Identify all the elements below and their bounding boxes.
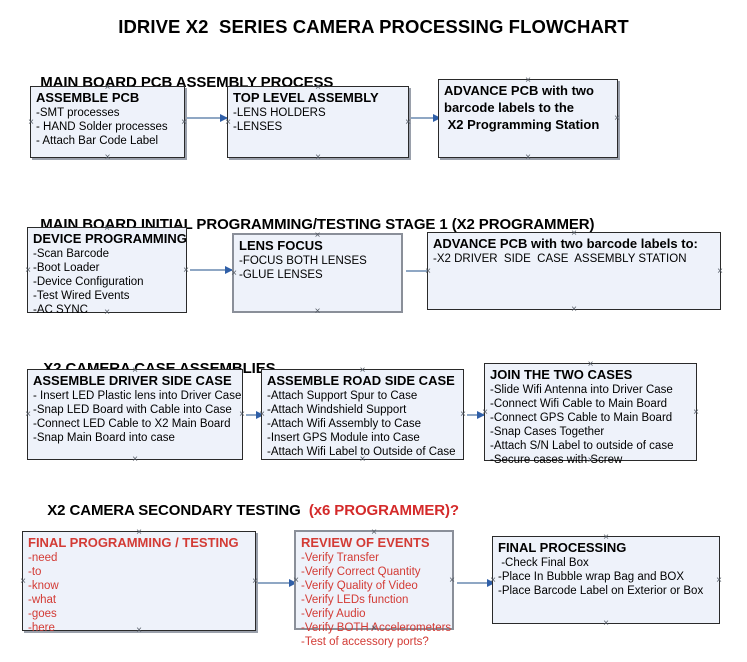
box-line: -Verify Correct Quantity — [301, 566, 421, 578]
box-title: ASSEMBLE ROAD SIDE CASE — [267, 373, 455, 388]
box-assemble-pcb[interactable]: ASSEMBLE PCB -SMT processes - HAND Solde… — [30, 86, 185, 158]
box-title: REVIEW OF EVENTS — [301, 535, 430, 550]
selection-handle-bottom[interactable] — [131, 455, 140, 464]
box-line: -Slide Wifi Antenna into Driver Case — [490, 384, 673, 396]
box-line: X2 Programming Station — [444, 117, 600, 132]
selection-handle-bottom[interactable] — [103, 153, 112, 162]
box-title: FINAL PROCESSING — [498, 540, 627, 555]
box-line: -LENSES — [233, 121, 283, 133]
box-line: -need — [28, 552, 58, 564]
box-final-programming-testing[interactable]: FINAL PROGRAMMING / TESTING -need -to -k… — [19, 531, 256, 634]
box-line: -Attach S/N Label to outside of case — [490, 440, 674, 452]
box-line: -LENS HOLDERS — [233, 107, 326, 119]
box-line: -SMT processes — [36, 107, 120, 119]
box-top-level-assembly[interactable]: TOP LEVEL ASSEMBLY -LENS HOLDERS -LENSES — [227, 86, 409, 158]
box-advance-pcb-driver-side[interactable]: ADVANCE PCB with two barcode labels to: … — [427, 232, 721, 310]
box-title: TOP LEVEL ASSEMBLY — [233, 90, 379, 105]
box-line: -Attach Windshield Support — [267, 404, 407, 416]
box-line: -Verify BOTH Accelerometers — [301, 622, 452, 634]
box-advance-pcb-x2-station[interactable]: ADVANCE PCB with two barcode labels to t… — [438, 79, 618, 158]
box-line: -know — [28, 580, 59, 592]
box-line: -X2 DRIVER SIDE CASE ASSEMBLY STATION — [433, 253, 687, 265]
arrow-review-events-to-final-processing — [457, 578, 495, 587]
box-title: JOIN THE TWO CASES — [490, 367, 633, 382]
box-line: -Secure cases with Screw — [490, 454, 623, 466]
box-title: ADVANCE PCB with two barcode labels to: — [433, 236, 698, 251]
box-line: -Connect GPS Cable to Main Board — [490, 412, 673, 424]
box-line: -Attach Wifi Assembly to Case — [267, 418, 422, 430]
box-line: -to — [28, 566, 42, 578]
arrow-road-case-to-join-cases — [467, 410, 485, 419]
box-line: -here — [28, 622, 55, 634]
selection-handle-bottom[interactable] — [313, 307, 322, 316]
selection-handle-left[interactable] — [19, 577, 28, 586]
selection-handle-right[interactable] — [692, 408, 701, 417]
selection-handle-right[interactable] — [715, 576, 724, 585]
box-final-processing[interactable]: FINAL PROCESSING -Check Final Box -Place… — [492, 536, 720, 624]
box-line: -Device Configuration — [33, 276, 144, 288]
box-line: -Connect Wifi Cable to Main Board — [490, 398, 668, 410]
box-title: ADVANCE PCB with two — [444, 83, 594, 98]
box-title: FINAL PROGRAMMING / TESTING — [28, 535, 239, 550]
selection-handle-bottom[interactable] — [524, 153, 533, 162]
selection-handle-right[interactable] — [251, 577, 260, 586]
selection-handle-left[interactable] — [24, 410, 33, 419]
box-assemble-road-side-case[interactable]: ASSEMBLE ROAD SIDE CASE -Attach Support … — [261, 369, 464, 460]
arrow-assemble-pcb-to-top-level — [187, 113, 228, 122]
arrow-top-level-to-advance-pcb — [411, 113, 441, 122]
box-line: -Verify LEDs function — [301, 594, 409, 606]
selection-handle-right[interactable] — [613, 114, 622, 123]
box-line: -Verify Audio — [301, 608, 366, 620]
box-assemble-driver-side-case[interactable]: ASSEMBLE DRIVER SIDE CASE - Insert LED P… — [27, 369, 243, 460]
box-line: -Snap Cases Together — [490, 426, 605, 438]
box-line: - Insert LED Plastic lens into Driver Ca… — [33, 390, 242, 402]
box-line: barcode labels to the — [444, 100, 575, 115]
selection-handle-bottom[interactable] — [314, 153, 323, 162]
section-heading-accent: (x6 PROGRAMMER)? — [304, 502, 459, 519]
selection-handle-bottom[interactable] — [602, 619, 611, 628]
box-title: DEVICE PROGRAMMING — [33, 231, 187, 246]
box-line: -GLUE LENSES — [239, 269, 323, 281]
box-line: -Place Barcode Label on Exterior or Box — [498, 585, 704, 597]
box-line: -what — [28, 594, 57, 606]
box-line: -Place In Bubble wrap Bag and BOX — [498, 571, 685, 583]
box-line-overflow: -Test of accessory ports? — [301, 636, 429, 648]
box-title: ASSEMBLE PCB — [36, 90, 140, 105]
arrow-final-programming-to-review-events — [258, 578, 297, 587]
box-line: -Attach Wifi Label to Outside of Case — [267, 446, 456, 458]
box-line: -Test Wired Events — [33, 290, 130, 302]
box-line: -Snap Main Board into case — [33, 432, 175, 444]
document-title: IDRIVE X2 SERIES CAMERA PROCESSING FLOWC… — [118, 16, 629, 37]
box-line: -FOCUS BOTH LENSES — [239, 255, 367, 267]
box-device-programming[interactable]: DEVICE PROGRAMMING -Scan Barcode -Boot L… — [24, 227, 187, 316]
section-heading-secondary-testing: X2 CAMERA SECONDARY TESTING (x6 PROGRAMM… — [31, 485, 459, 536]
box-title: ASSEMBLE DRIVER SIDE CASE — [33, 373, 232, 388]
box-line: -Snap LED Board with Cable into Case — [33, 404, 232, 416]
box-line: -Insert GPS Module into Case — [267, 432, 420, 444]
box-line: -Scan Barcode — [33, 248, 110, 260]
arrow-device-programming-to-lens-focus — [190, 265, 233, 274]
box-line: -Attach Support Spur to Case — [267, 390, 418, 402]
box-line: - Attach Bar Code Label — [36, 135, 159, 147]
selection-handle-bottom[interactable] — [570, 305, 579, 314]
box-line: -Connect LED Cable to X2 Main Board — [33, 418, 231, 430]
box-line: -goes — [28, 608, 57, 620]
box-line: -Boot Loader — [33, 262, 100, 274]
box-line: -Check Final Box — [498, 557, 589, 569]
selection-handle-right[interactable] — [716, 267, 725, 276]
box-title: LENS FOCUS — [239, 238, 323, 253]
selection-handle-left[interactable] — [24, 266, 33, 275]
section-heading-text: X2 CAMERA SECONDARY TESTING — [47, 502, 305, 519]
box-line: -Verify Quality of Video — [301, 580, 418, 592]
selection-handle-left[interactable] — [27, 118, 36, 127]
box-join-the-two-cases[interactable]: JOIN THE TWO CASES -Slide Wifi Antenna i… — [484, 363, 697, 466]
arrow-driver-case-to-road-case — [246, 410, 264, 419]
box-line: -AC SYNC — [33, 304, 88, 316]
box-line: - HAND Solder processes — [36, 121, 168, 133]
box-review-of-events[interactable]: REVIEW OF EVENTS -Verify Transfer -Verif… — [294, 530, 457, 648]
box-line: -Verify Transfer — [301, 552, 379, 564]
selection-handle-right[interactable] — [448, 576, 457, 585]
box-lens-focus[interactable]: LENS FOCUS -FOCUS BOTH LENSES -GLUE LENS… — [232, 233, 403, 313]
